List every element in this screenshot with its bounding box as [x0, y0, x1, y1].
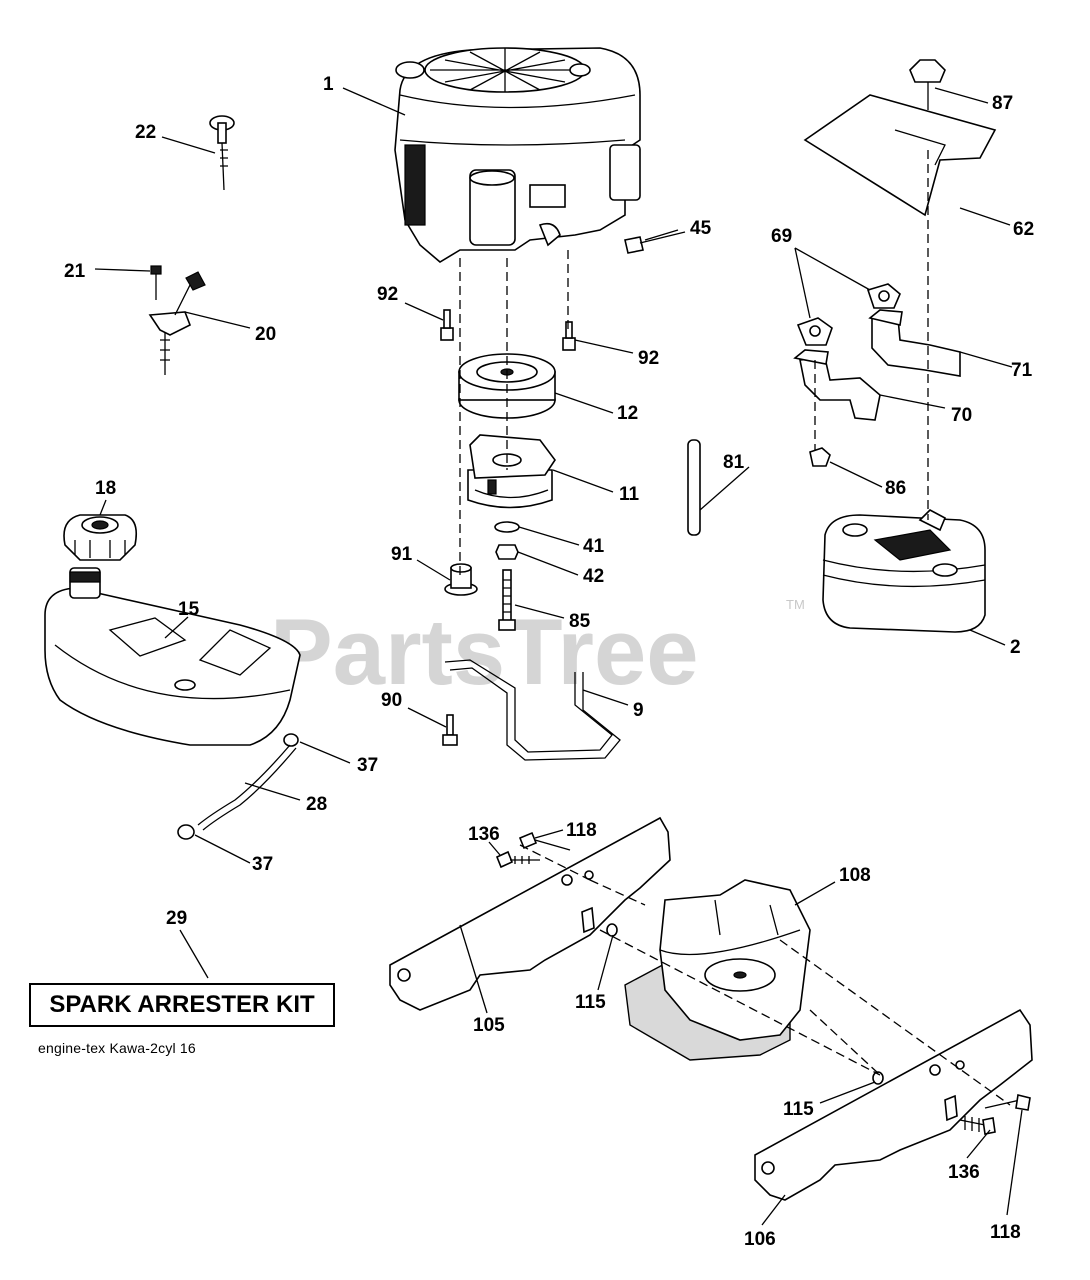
callout-71[interactable]: 71 — [1011, 360, 1033, 381]
callout-37-bottom[interactable]: 37 — [252, 854, 273, 875]
callout-118-top[interactable]: 118 — [566, 820, 597, 841]
bolt-part-92-left[interactable] — [440, 309, 454, 341]
callout-2[interactable]: 2 — [1010, 637, 1021, 658]
callout-21[interactable]: 21 — [64, 261, 86, 282]
frame-plate-part-105[interactable] — [389, 816, 671, 1011]
screw-part-21[interactable] — [150, 265, 162, 300]
knob-part-87[interactable] — [909, 59, 946, 110]
gasket-part-69-right[interactable] — [866, 283, 901, 309]
callout-20[interactable]: 20 — [255, 324, 276, 345]
clip-part-115-top[interactable] — [581, 906, 595, 934]
bolt-part-118-bottom[interactable] — [984, 1094, 1031, 1111]
exhaust-pipe-part-70[interactable] — [793, 349, 881, 421]
washer-part-115-bottom[interactable] — [872, 1071, 884, 1085]
callout-87[interactable]: 87 — [992, 93, 1013, 114]
bolt-part-136-bottom[interactable] — [959, 1116, 996, 1135]
gasket-part-69-left[interactable] — [796, 317, 833, 346]
washer-part-41[interactable] — [494, 521, 520, 533]
callout-69[interactable]: 69 — [771, 226, 792, 247]
bolt-part-136-top[interactable] — [495, 850, 540, 869]
bolt-part-118-top[interactable] — [518, 831, 571, 851]
callout-92-left[interactable]: 92 — [377, 284, 398, 305]
spark-arrester-kit-label[interactable]: SPARK ARRESTER KIT — [29, 983, 335, 1027]
bolt-part-92-right[interactable] — [562, 321, 576, 351]
dipstick-part-22[interactable] — [209, 115, 235, 191]
fuel-tank-part-15[interactable] — [44, 567, 301, 746]
exhaust-pipe-part-71[interactable] — [868, 309, 961, 377]
callout-12[interactable]: 12 — [617, 403, 638, 424]
callout-91[interactable]: 91 — [391, 544, 413, 565]
callout-115-top[interactable]: 115 — [575, 992, 606, 1013]
clip-part-115-bottom[interactable] — [944, 1094, 958, 1122]
callout-29[interactable]: 29 — [166, 908, 187, 929]
callout-41[interactable]: 41 — [583, 536, 605, 557]
callout-118-bottom[interactable]: 118 — [990, 1222, 1021, 1243]
callout-115-bottom[interactable]: 115 — [783, 1099, 814, 1120]
clamp-part-37-top[interactable] — [283, 733, 299, 747]
callout-92-right[interactable]: 92 — [638, 348, 659, 369]
callout-62[interactable]: 62 — [1013, 219, 1034, 240]
callout-28[interactable]: 28 — [306, 794, 327, 815]
rod-part-81[interactable] — [687, 439, 701, 536]
callout-9[interactable]: 9 — [633, 700, 644, 721]
pan-part-108[interactable] — [624, 879, 811, 1061]
washer-part-115-top[interactable] — [606, 923, 618, 937]
callout-15[interactable]: 15 — [178, 599, 200, 620]
bolt-part-45[interactable] — [624, 231, 686, 254]
callout-11[interactable]: 11 — [619, 484, 640, 505]
muffler-part-2[interactable] — [822, 509, 986, 633]
nut-part-42[interactable] — [495, 544, 519, 560]
fuel-line-part-28[interactable] — [197, 744, 297, 831]
fuel-cap-part-18[interactable] — [63, 514, 138, 561]
callout-37-top[interactable]: 37 — [357, 755, 378, 776]
diagram-caption: engine-tex Kawa-2cyl 16 — [38, 1040, 196, 1056]
callout-106[interactable]: 106 — [744, 1229, 776, 1250]
callout-136-top[interactable]: 136 — [468, 824, 500, 845]
callout-86[interactable]: 86 — [885, 478, 906, 499]
heat-shield-part-62[interactable] — [803, 94, 997, 217]
callout-70[interactable]: 70 — [951, 405, 972, 426]
spacer-part-91[interactable] — [444, 563, 478, 596]
callout-labels: 1 87 22 62 45 69 21 20 92 92 71 12 70 81… — [64, 74, 1034, 1250]
callout-108[interactable]: 108 — [839, 865, 871, 886]
bracket-part-9[interactable] — [444, 659, 621, 761]
callout-136-bottom[interactable]: 136 — [948, 1162, 980, 1183]
clamp-part-37-bottom[interactable] — [177, 824, 195, 840]
bolt-part-85[interactable] — [498, 569, 516, 631]
leader-lines — [94, 87, 1023, 1226]
callout-90[interactable]: 90 — [381, 690, 402, 711]
clutch-part-11[interactable] — [467, 434, 556, 509]
callout-22[interactable]: 22 — [135, 122, 156, 143]
callout-105[interactable]: 105 — [473, 1015, 505, 1036]
callout-81[interactable]: 81 — [723, 452, 745, 473]
callout-42[interactable]: 42 — [583, 566, 604, 587]
callout-85[interactable]: 85 — [569, 611, 591, 632]
callout-45[interactable]: 45 — [690, 218, 712, 239]
throttle-control-part-20[interactable] — [148, 271, 206, 375]
watermark: PartsTree — [270, 599, 699, 704]
watermark-tm: TM — [786, 597, 805, 612]
bolt-part-90[interactable] — [442, 714, 458, 746]
callout-1[interactable]: 1 — [323, 74, 334, 95]
assembly-lines — [459, 150, 1011, 1106]
callout-18[interactable]: 18 — [95, 478, 116, 499]
nut-part-86[interactable] — [809, 447, 831, 467]
engine-part-1[interactable] — [394, 47, 641, 263]
